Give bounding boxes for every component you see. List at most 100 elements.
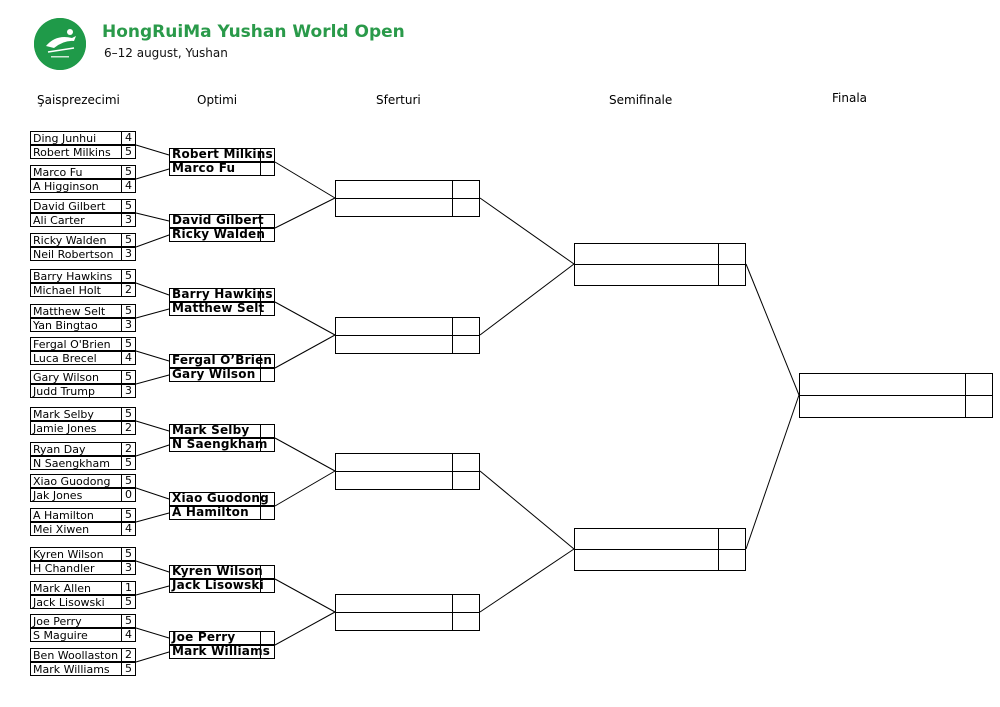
player-slot — [574, 528, 746, 550]
player-name: Kyren Wilson — [172, 564, 263, 578]
bracket-connector-line — [274, 161, 336, 199]
player-score: 4 — [121, 131, 135, 145]
player-score — [260, 506, 274, 520]
player-score: 3 — [121, 318, 135, 332]
player-score: 3 — [121, 384, 135, 398]
player-name: S Maguire — [33, 629, 88, 642]
player-score — [260, 302, 274, 316]
player-slot — [799, 395, 993, 418]
bracket-connector-line — [274, 437, 336, 472]
player-score — [260, 579, 274, 593]
player-name: Mei Xiwen — [33, 523, 90, 536]
player-name: Matthew Selt — [172, 301, 265, 315]
bracket-connector-line — [479, 263, 575, 336]
player-score: 2 — [121, 283, 135, 297]
player-slot — [335, 471, 480, 490]
player-name: Jack Lisowski — [33, 596, 105, 609]
player-slot: Matthew Selt — [169, 302, 275, 316]
player-score — [452, 335, 479, 354]
player-score: 5 — [121, 614, 135, 628]
player-slot: Marco Fu 5 — [30, 165, 136, 179]
player-score — [718, 549, 745, 571]
player-name: Jamie Jones — [33, 422, 97, 435]
player-name: N Saengkham — [172, 437, 268, 451]
player-score: 5 — [121, 370, 135, 384]
player-score — [452, 453, 479, 472]
player-name: Ryan Day — [33, 443, 86, 456]
player-slot: Ricky Walden — [169, 228, 275, 242]
player-score: 4 — [121, 351, 135, 365]
bracket-connector-line — [274, 470, 336, 507]
player-slot: Marco Fu — [169, 162, 275, 176]
bracket-connector-line — [274, 611, 336, 646]
player-name: Jak Jones — [33, 489, 83, 502]
player-score: 5 — [121, 595, 135, 609]
player-score: 4 — [121, 522, 135, 536]
player-score — [260, 492, 274, 506]
bracket-connector-line — [745, 263, 800, 396]
player-score — [718, 264, 745, 286]
tournament-logo-icon — [34, 18, 86, 70]
player-score: 5 — [121, 337, 135, 351]
player-score — [718, 243, 745, 265]
player-name: Barry Hawkins — [172, 287, 273, 301]
player-slot: Gary Wilson — [169, 368, 275, 382]
player-slot: A Hamilton — [169, 506, 275, 520]
bracket-connector-line — [135, 212, 170, 222]
player-slot: Jack Lisowski 5 — [30, 595, 136, 609]
round-header-last8: Optimi — [197, 93, 238, 107]
bracket-connector-line — [479, 548, 575, 613]
bracket-connector-line — [274, 334, 336, 369]
player-score: 5 — [121, 199, 135, 213]
player-score — [260, 288, 274, 302]
bracket-connector-line — [135, 444, 170, 457]
player-score — [965, 395, 992, 418]
player-name: Robert Milkins — [172, 147, 273, 161]
player-name: A Hamilton — [33, 509, 94, 522]
player-slot: Fergal O’Brien — [169, 354, 275, 368]
player-slot — [799, 373, 993, 396]
player-score — [452, 471, 479, 490]
tournament-title: HongRuiMa Yushan World Open — [102, 22, 405, 42]
bracket-connector-line — [479, 197, 575, 265]
player-name: Marco Fu — [33, 166, 83, 179]
player-slot: Mark Selby — [169, 424, 275, 438]
player-score: 2 — [121, 442, 135, 456]
player-score — [260, 438, 274, 452]
player-slot: Mark Williams — [169, 645, 275, 659]
player-score: 5 — [121, 407, 135, 421]
bracket-connector-line — [745, 394, 800, 550]
bracket-connector-line — [135, 168, 170, 180]
player-score: 5 — [121, 269, 135, 283]
player-slot: N Saengkham — [169, 438, 275, 452]
bracket-connector-line — [135, 420, 170, 432]
player-score — [965, 373, 992, 396]
player-slot: David Gilbert — [169, 214, 275, 228]
player-name: A Higginson — [33, 180, 99, 193]
player-score — [260, 645, 274, 659]
player-name: Yan Bingtao — [33, 319, 98, 332]
player-score — [718, 528, 745, 550]
player-score: 5 — [121, 304, 135, 318]
round-header-final: Finala — [832, 91, 868, 105]
player-score: 5 — [121, 474, 135, 488]
player-slot: Barry Hawkins — [169, 288, 275, 302]
player-score: 5 — [121, 165, 135, 179]
player-name: Ali Carter — [33, 214, 85, 227]
player-name: Ricky Walden — [172, 227, 266, 241]
